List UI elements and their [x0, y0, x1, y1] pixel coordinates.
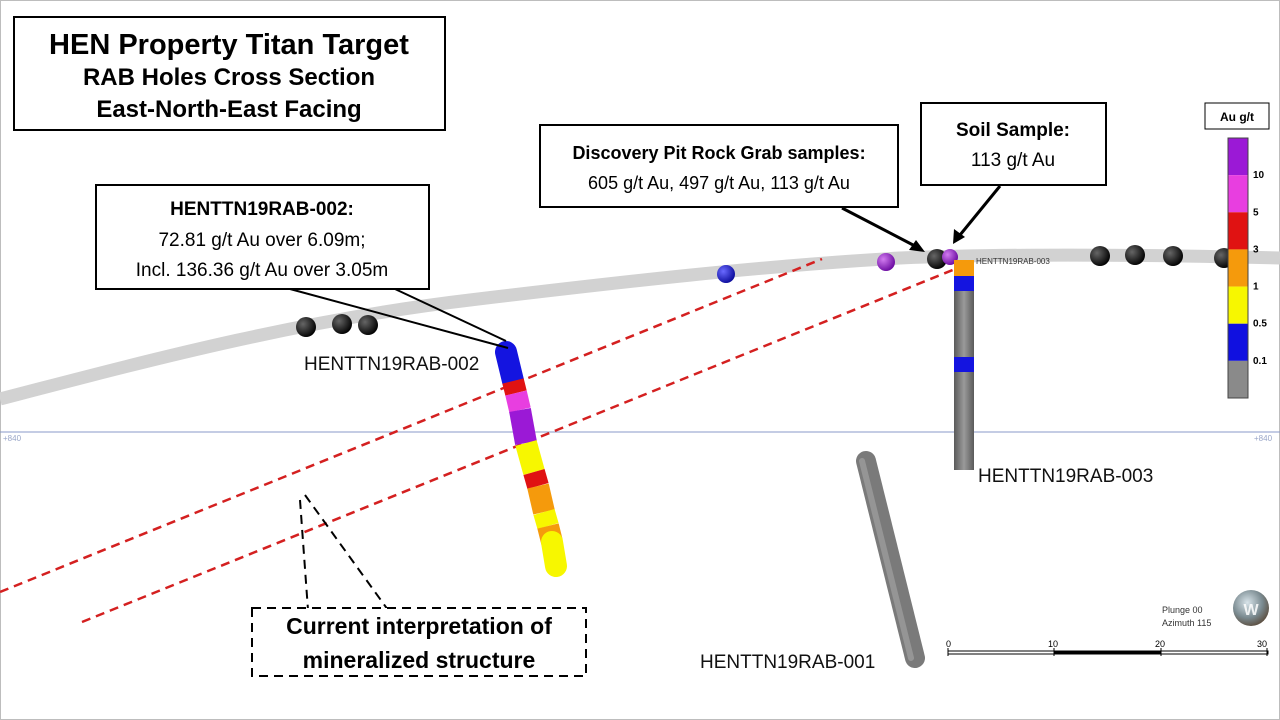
elevation-label-left: +840 [3, 434, 22, 443]
callout-002-line-2: Incl. 136.36 g/t Au over 3.05m [136, 260, 388, 281]
drill-hole-002-interval [495, 341, 524, 392]
drill-hole-002-interval [509, 408, 537, 445]
callout-pit-arrowhead [909, 240, 925, 252]
legend-tick-label: 3 [1253, 244, 1259, 255]
drill-hole-002-interval [523, 468, 549, 490]
drill-hole-002-label: HENTTN19RAB-002 [304, 354, 479, 375]
interpretation-pointer [304, 494, 389, 611]
callout-002-leader [394, 288, 507, 342]
drill-hole-001-label: HENTTN19RAB-001 [700, 652, 875, 673]
interpretation-line-upper [0, 257, 823, 594]
drill-hole-001-highlight [859, 458, 914, 661]
legend-tick-label: 0.1 [1253, 356, 1267, 367]
scale-bar: 0 10 20 30 [946, 639, 1269, 656]
legend-swatch [1228, 175, 1248, 213]
callout-002-leader [289, 288, 509, 349]
drill-hole-002 [495, 341, 567, 577]
interpretation-line-lower [81, 261, 971, 624]
drill-hole-003-interval-orange [954, 260, 974, 276]
title-line-3: East-North-East Facing [96, 96, 361, 123]
drill-hole-002-interval [527, 483, 555, 515]
soil-sample-dot [1090, 246, 1110, 266]
callout-pit-arrow [841, 206, 916, 248]
scale-label-10: 10 [1048, 639, 1058, 649]
scale-label-0: 0 [946, 639, 951, 649]
soil-sample-dot [927, 249, 947, 269]
callout-soil-arrowhead [953, 229, 965, 244]
legend-bar-outline [1227, 137, 1249, 399]
callout-002-line-1: 72.81 g/t Au over 6.09m; [158, 230, 365, 251]
soil-sample-dot [1125, 245, 1145, 265]
legend-swatch [1228, 360, 1248, 398]
legend-tick-label: 5 [1253, 207, 1259, 218]
azimuth-label: Azimuth 115 [1162, 618, 1211, 628]
title-box: HEN Property Titan Target RAB Holes Cros… [13, 16, 446, 131]
callout-soil-line-1: 113 g/t Au [971, 150, 1055, 171]
topographic-surface [0, 248, 1280, 406]
legend-swatch [1228, 138, 1248, 176]
soil-sample-dot [358, 315, 378, 335]
scale-label-30: 30 [1257, 639, 1267, 649]
assay-legend: Au g/t 10 5 3 1 0.5 0.1 [1204, 102, 1270, 399]
software-logo-icon [1233, 590, 1269, 626]
drill-hole-003-interval-blue [954, 276, 974, 291]
legend-tick-label: 0.5 [1253, 319, 1267, 330]
interpretation-box: Current interpretation of mineralized st… [251, 607, 587, 677]
title-line-2: RAB Holes Cross Section [83, 64, 375, 91]
scale-label-20: 20 [1155, 639, 1165, 649]
drill-hole-002-interval [541, 531, 567, 577]
elevation-label-right: +840 [1254, 434, 1273, 443]
drill-hole-002-interval [505, 390, 531, 413]
legend-tick-label: 10 [1253, 170, 1265, 181]
drill-hole-003-collar-label: HENTTN19RAB-003 [976, 257, 1050, 266]
software-logo-mark: W [1243, 602, 1259, 619]
callout-pit-title: Discovery Pit Rock Grab samples: [572, 143, 865, 163]
soil-sample-dot [296, 317, 316, 337]
callout-hole-002: HENTTN19RAB-002: 72.81 g/t Au over 6.09m… [95, 184, 430, 290]
soil-sample-dots-west [296, 314, 378, 337]
legend-color-bar [1227, 137, 1249, 399]
callout-soil-title: Soil Sample: [956, 120, 1070, 141]
legend-tick-labels: 10 5 3 1 0.5 0.1 [1253, 170, 1267, 367]
legend-title: Au g/t [1220, 110, 1254, 124]
interpretation-line-1: Current interpretation of [286, 613, 552, 639]
legend-swatch [1228, 249, 1248, 287]
callout-pit-line-1: 605 g/t Au, 497 g/t Au, 113 g/t Au [588, 173, 850, 193]
legend-swatch [1228, 286, 1248, 324]
interpretation-line-2: mineralized structure [303, 647, 536, 673]
soil-sample-dot [332, 314, 352, 334]
soil-sample-dot-blue [717, 265, 735, 283]
soil-sample-dot [1163, 246, 1183, 266]
interpretation-pointer [299, 499, 309, 611]
drill-hole-001-trace [856, 451, 925, 668]
legend-swatch [1228, 323, 1248, 361]
rock-grab-sample-dot [877, 253, 895, 271]
drill-hole-002-interval [502, 378, 527, 396]
legend-swatch [1228, 212, 1248, 250]
drill-hole-003-interval-blue [954, 357, 974, 372]
callout-soil-sample: Soil Sample: 113 g/t Au [920, 102, 1107, 186]
callout-discovery-pit: Discovery Pit Rock Grab samples: 605 g/t… [539, 124, 899, 208]
drill-hole-003 [954, 260, 974, 470]
legend-tick-label: 1 [1253, 282, 1259, 293]
title-line-1: HEN Property Titan Target [49, 29, 409, 61]
callout-soil-arrow [958, 185, 1002, 236]
scale-bar-segment [1054, 651, 1161, 654]
callout-002-title: HENTTN19RAB-002: [170, 199, 354, 220]
drill-hole-003-label: HENTTN19RAB-003 [978, 466, 1153, 487]
drill-hole-002-interval [515, 440, 545, 475]
drill-hole-002-interval [533, 508, 559, 530]
plunge-label: Plunge 00 [1162, 605, 1203, 615]
legend-title-box [1204, 102, 1270, 130]
